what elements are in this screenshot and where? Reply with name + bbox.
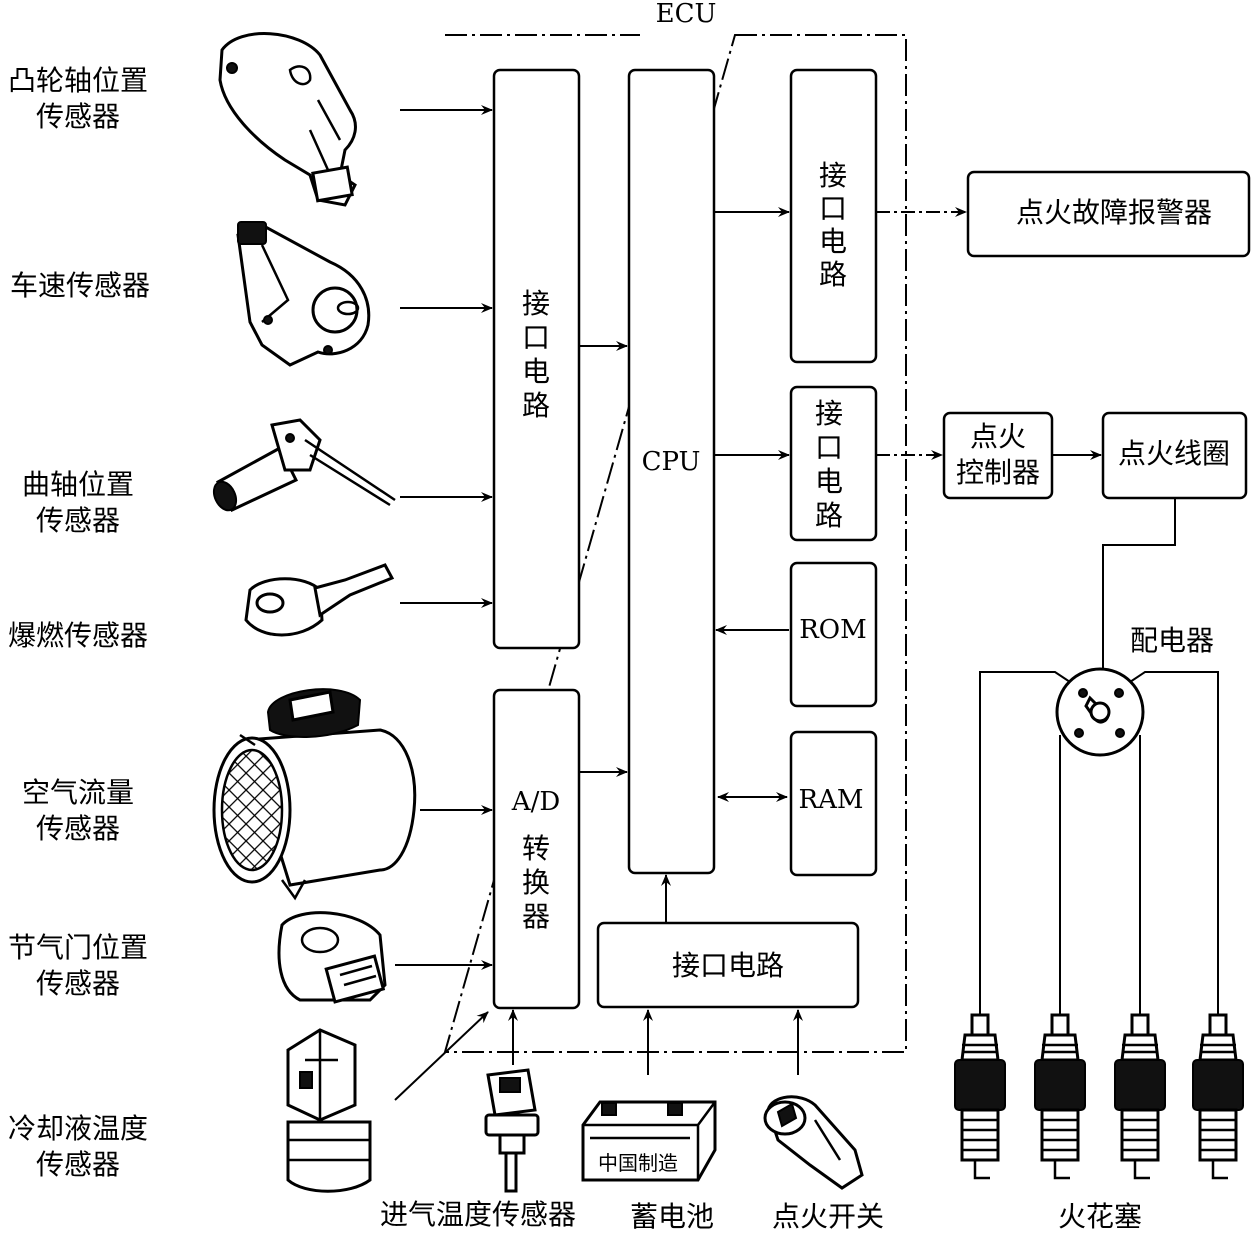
ignition-switch-illustration <box>763 1095 864 1190</box>
ad-converter-char: 转 <box>522 832 550 865</box>
spark-plug <box>1192 1013 1244 1180</box>
crank-sensor-illustration <box>212 418 396 512</box>
out-interface-char: 路 <box>815 499 843 532</box>
input-interface-block: 接 口 电 路 <box>492 68 581 650</box>
ram-block: RAM <box>789 730 878 877</box>
sensor-labels: 凸轮轴位置 传感器 车速传感器 曲轴位置 传感器 爆燃传感器 空气流量 传感器 … <box>8 64 150 1181</box>
spark-plugs-label: 火花塞 <box>1058 1200 1142 1233</box>
knock-sensor-label: 爆燃传感器 <box>8 619 148 652</box>
rom-block: ROM <box>789 561 878 708</box>
coolant-sensor-label-2: 传感器 <box>36 1148 120 1181</box>
cpu-block: CPU <box>627 68 716 875</box>
cam-sensor-illustration <box>218 32 357 207</box>
distributor: 配电器 <box>1055 624 1214 757</box>
ad-converter-char: 器 <box>522 900 550 933</box>
out-interface-char: 接 <box>819 159 847 192</box>
crank-sensor-label-1: 曲轴位置 <box>22 468 134 501</box>
knock-sensor-illustration <box>244 563 395 637</box>
throttle-sensor-illustration <box>277 911 387 1004</box>
coolant-sensor-label-1: 冷却液温度 <box>8 1112 148 1145</box>
cam-sensor-label-2: 传感器 <box>36 100 120 133</box>
battery-stamp-text: 中国制造 <box>598 1151 678 1175</box>
output-interface-block-1: 接 口 电 路 <box>789 68 878 364</box>
output-interface-block-2: 接 口 电 路 <box>789 385 878 542</box>
sensor-arrows <box>394 105 803 1101</box>
bottom-interface-label: 接口电路 <box>672 949 784 982</box>
throttle-sensor-label-1: 节气门位置 <box>8 931 148 964</box>
spark-plug <box>1034 1013 1086 1180</box>
spark-plug <box>954 1013 1006 1180</box>
throttle-sensor-label-2: 传感器 <box>36 967 120 1000</box>
ignition-coil-block: 点火线圈 <box>1101 411 1248 500</box>
ad-converter-char: 换 <box>522 866 550 899</box>
coil-to-distributor-wire <box>1102 498 1176 700</box>
out-interface-char: 口 <box>819 192 847 225</box>
ign-controller-label-1: 点火 <box>970 420 1026 453</box>
coolant-sensor-illustration <box>286 1028 372 1193</box>
spark-plug-wires <box>979 671 1219 1020</box>
out-interface-char: 口 <box>815 431 843 464</box>
input-interface-char: 电 <box>522 355 550 388</box>
ign-controller-label-2: 控制器 <box>956 456 1040 489</box>
fault-alarm-block: 点火故障报警器 <box>966 170 1251 258</box>
input-interface-char: 路 <box>522 389 550 422</box>
speed-sensor-label: 车速传感器 <box>10 269 150 302</box>
internal-arrows <box>579 207 790 923</box>
intake-temp-label: 进气温度传感器 <box>380 1198 576 1231</box>
spark-plug <box>1114 1013 1166 1180</box>
ignition-controller-block: 点火 控制器 <box>942 411 1054 500</box>
out-interface-char: 电 <box>815 465 843 498</box>
distributor-label: 配电器 <box>1130 624 1214 657</box>
bottom-interface-block: 接口电路 <box>596 921 860 1009</box>
airflow-sensor-label-1: 空气流量 <box>22 776 134 809</box>
airflow-sensor-illustration <box>212 688 417 901</box>
ram-label: RAM <box>799 785 864 815</box>
ad-converter-block: A/D 转 换 器 <box>492 688 581 1010</box>
cam-sensor-label-1: 凸轮轴位置 <box>8 64 148 97</box>
intake-temp-sensor-illustration <box>484 1068 540 1193</box>
fault-alarm-label: 点火故障报警器 <box>1016 196 1212 229</box>
cpu-label: CPU <box>642 447 701 477</box>
out-interface-char: 电 <box>819 225 847 258</box>
ecu-label: ECU <box>656 0 717 29</box>
ad-label: A/D <box>511 787 560 817</box>
airflow-sensor-label-2: 传感器 <box>36 812 120 845</box>
input-interface-char: 接 <box>522 287 550 320</box>
rom-label: ROM <box>799 615 867 645</box>
out-interface-char: 接 <box>815 397 843 430</box>
input-interface-char: 口 <box>522 321 550 354</box>
ignition-switch-label: 点火开关 <box>772 1200 884 1233</box>
battery-label: 蓄电池 <box>630 1200 714 1233</box>
ign-coil-label: 点火线圈 <box>1118 437 1230 470</box>
battery-illustration: 中国制造 <box>581 1100 717 1182</box>
out-interface-char: 路 <box>819 258 847 291</box>
speed-sensor-illustration <box>236 221 371 367</box>
crank-sensor-label-2: 传感器 <box>36 504 120 537</box>
